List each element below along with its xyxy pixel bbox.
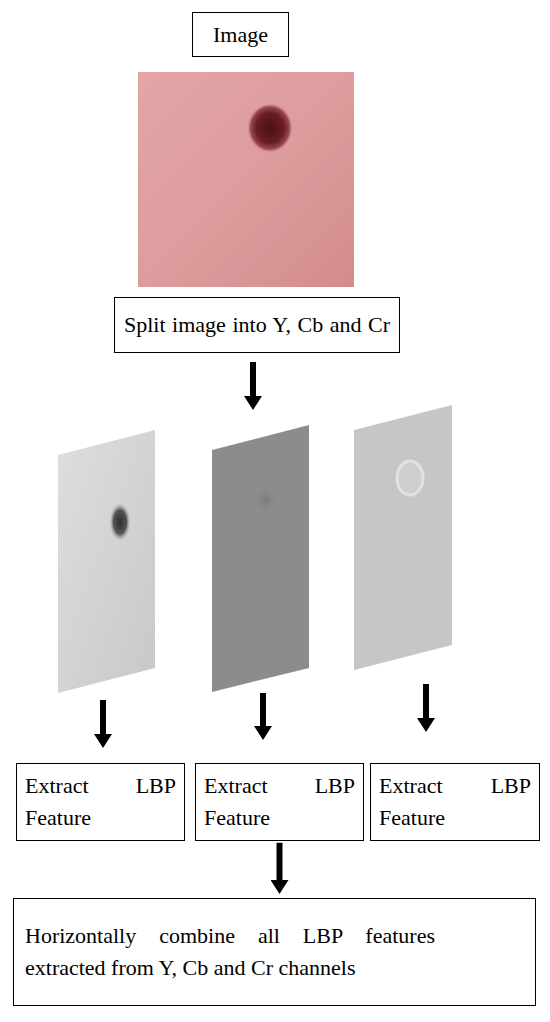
process-box: Split image into Y, Cb and Cr	[114, 297, 400, 353]
process-box: Extract LBP Feature	[195, 763, 364, 841]
process-box: Horizontally combine all LBP features ex…	[13, 898, 536, 1006]
y-channel-image	[58, 430, 155, 693]
process-box: Extract LBP Feature	[370, 763, 540, 841]
flow-arrow	[277, 843, 283, 881]
process-box: Extract LBP Feature	[16, 763, 185, 841]
lesion	[254, 485, 278, 515]
box-label: Horizontally combine all LBP features ex…	[25, 920, 435, 984]
box-label: Image	[199, 19, 282, 51]
down-arrow	[417, 684, 435, 732]
skin-photo	[138, 72, 354, 287]
box-label: Extract LBP Feature	[25, 770, 176, 834]
cr-channel-image	[354, 405, 452, 670]
title-box: Image	[192, 12, 289, 57]
box-label: Split image into Y, Cb and Cr	[124, 309, 390, 341]
lesion	[109, 502, 131, 542]
box-label: Extract LBP Feature	[379, 770, 531, 834]
down-arrow	[94, 700, 112, 748]
down-arrow	[254, 693, 272, 740]
lesion	[397, 461, 423, 495]
box-label: Extract LBP Feature	[204, 770, 355, 834]
cb-channel-image	[212, 425, 309, 692]
down-arrow	[244, 362, 262, 410]
lesion	[247, 103, 293, 153]
